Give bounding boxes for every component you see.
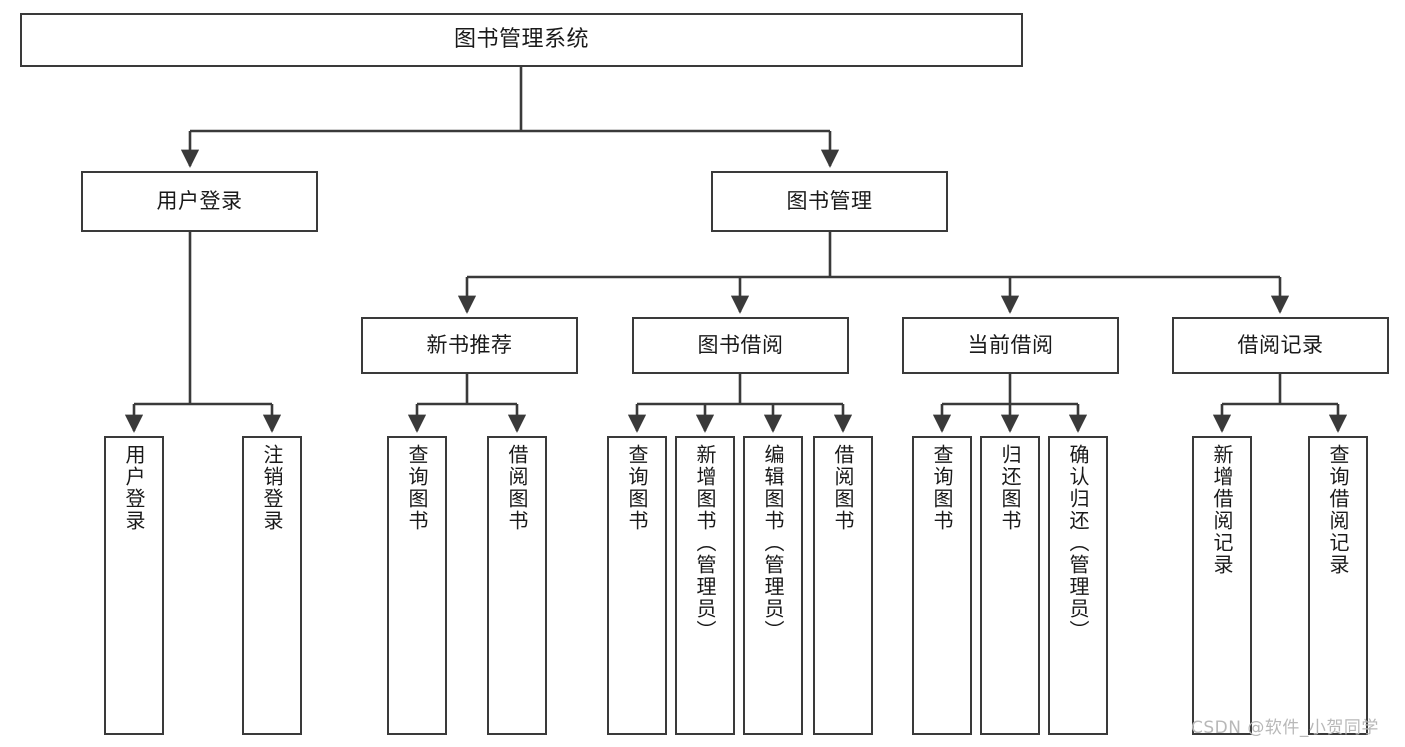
leaf-new-book-borrow[interactable]: 借阅图书 bbox=[487, 436, 547, 735]
leaf-borrow-query-book[interactable]: 查询图书 bbox=[607, 436, 667, 735]
node-book-management[interactable]: 图书管理 bbox=[711, 171, 948, 232]
node-root-book-management-system[interactable]: 图书管理系统 bbox=[20, 13, 1023, 67]
node-label: 用户登录 bbox=[156, 188, 243, 213]
node-user-login[interactable]: 用户登录 bbox=[81, 171, 318, 232]
node-label: 编辑图书（管理员） bbox=[761, 444, 785, 642]
node-label: 确认归还（管理员） bbox=[1066, 444, 1090, 642]
node-label: 当前借阅 bbox=[967, 332, 1054, 357]
node-label: 注销登录 bbox=[260, 444, 284, 532]
node-label: 查询图书 bbox=[625, 444, 649, 532]
node-book-borrowing[interactable]: 图书借阅 bbox=[632, 317, 849, 374]
node-borrowing-records[interactable]: 借阅记录 bbox=[1172, 317, 1389, 374]
leaf-current-return-book[interactable]: 归还图书 bbox=[980, 436, 1040, 735]
node-label: 借阅记录 bbox=[1237, 332, 1324, 357]
node-label: 查询图书 bbox=[405, 444, 429, 532]
leaf-user-login-logout[interactable]: 注销登录 bbox=[242, 436, 302, 735]
leaf-current-query-book[interactable]: 查询图书 bbox=[912, 436, 972, 735]
node-label: 借阅图书 bbox=[505, 444, 529, 532]
leaf-borrow-edit-book-admin[interactable]: 编辑图书（管理员） bbox=[743, 436, 803, 735]
node-label: 归还图书 bbox=[998, 444, 1022, 532]
node-label: 查询图书 bbox=[930, 444, 954, 532]
node-label: 新书推荐 bbox=[426, 332, 513, 357]
node-label: 新增借阅记录 bbox=[1210, 444, 1234, 576]
leaf-borrow-add-book-admin[interactable]: 新增图书（管理员） bbox=[675, 436, 735, 735]
node-label: 用户登录 bbox=[122, 444, 146, 532]
node-label: 图书管理系统 bbox=[453, 26, 589, 52]
node-label: 查询借阅记录 bbox=[1326, 444, 1350, 576]
leaf-new-book-query[interactable]: 查询图书 bbox=[387, 436, 447, 735]
node-current-borrowing[interactable]: 当前借阅 bbox=[902, 317, 1119, 374]
node-label: 图书管理 bbox=[786, 188, 873, 213]
leaf-records-query-record[interactable]: 查询借阅记录 bbox=[1308, 436, 1368, 735]
leaf-current-confirm-return-admin[interactable]: 确认归还（管理员） bbox=[1048, 436, 1108, 735]
csdn-watermark: CSDN @软件_小贺同学 bbox=[1191, 718, 1379, 738]
node-label: 借阅图书 bbox=[831, 444, 855, 532]
node-label: 图书借阅 bbox=[697, 332, 784, 357]
leaf-records-add-record[interactable]: 新增借阅记录 bbox=[1192, 436, 1252, 735]
node-label: 新增图书（管理员） bbox=[693, 444, 717, 642]
leaf-user-login-signin[interactable]: 用户登录 bbox=[104, 436, 164, 735]
leaf-borrow-borrow-book[interactable]: 借阅图书 bbox=[813, 436, 873, 735]
node-new-book-recommendation[interactable]: 新书推荐 bbox=[361, 317, 578, 374]
